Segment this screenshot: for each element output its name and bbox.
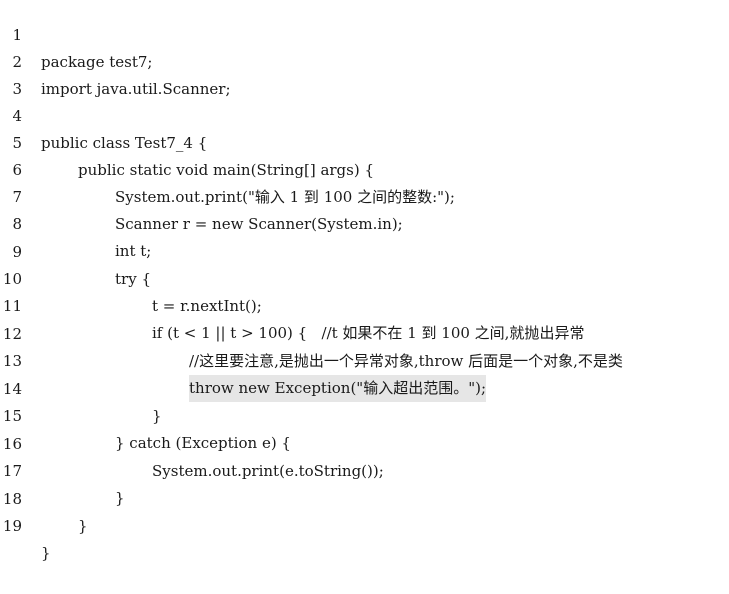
code-text: System.out.print("输入 1 到 100 之间的整数:");: [115, 188, 455, 206]
code-text: t = r.nextInt();: [152, 297, 262, 315]
line-number: 15: [2, 407, 22, 425]
code-line: 10 t = r.nextInt();: [0, 239, 729, 315]
code-text: int t;: [115, 242, 152, 260]
code-text: }: [115, 489, 125, 507]
code-line: 15 } catch (Exception e) {: [0, 376, 729, 452]
line-number: 4: [12, 107, 22, 125]
line-number: 5: [12, 134, 22, 152]
line-number: 17: [2, 462, 22, 480]
line-number: 16: [2, 435, 22, 453]
code-line: 1 package test7;: [0, 0, 729, 71]
code-text: import java.util.Scanner;: [41, 80, 231, 98]
line-number: 11: [2, 297, 22, 315]
code-line: 13 throw new Exception("输入超出范围。");: [0, 321, 729, 402]
code-line: 7 Scanner r = new Scanner(System.in);: [0, 157, 729, 233]
code-listing: 1 package test7; 2 import java.util.Scan…: [0, 0, 729, 562]
line-number: 9: [12, 243, 22, 261]
code-line: 16 System.out.print(e.toString());: [0, 404, 729, 480]
code-text: }: [78, 517, 88, 535]
highlighted-code-text: throw new Exception("输入超出范围。");: [189, 375, 487, 402]
code-text: public static void main(String[] args) {: [78, 161, 375, 179]
code-line: 11 if (t < 1 || t > 100) { //t 如果不在 1 到 …: [0, 266, 729, 342]
code-text: public class Test7_4 {: [41, 134, 208, 152]
line-number: 6: [12, 161, 22, 179]
code-text: }: [41, 544, 51, 562]
code-line: 12 //这里要注意,是抛出一个异常对象,throw 后面是一个对象,不是类: [0, 294, 729, 370]
code-text: }: [152, 407, 162, 425]
code-line: 18 }: [0, 459, 729, 535]
code-comment: //这里要注意,是抛出一个异常对象,throw 后面是一个对象,不是类: [189, 352, 623, 370]
code-text: } catch (Exception e) {: [115, 434, 291, 452]
line-number: 14: [2, 380, 22, 398]
code-line: 14 }: [0, 349, 729, 425]
line-number: 2: [12, 53, 22, 71]
line-number: 10: [2, 270, 22, 288]
line-number: 19: [2, 517, 22, 535]
line-number: 12: [2, 325, 22, 343]
code-text: if (t < 1 || t > 100) { //t 如果不在 1 到 100…: [152, 324, 585, 342]
line-number: 18: [2, 490, 22, 508]
line-number: 8: [12, 215, 22, 233]
line-number: 1: [12, 26, 22, 44]
code-line: 19 }: [0, 486, 729, 562]
code-line: 3: [0, 49, 729, 98]
line-number: 13: [2, 352, 22, 370]
code-line: 4 public class Test7_4 {: [0, 76, 729, 152]
code-text: Scanner r = new Scanner(System.in);: [115, 215, 403, 233]
code-line: 9 try {: [0, 212, 729, 288]
code-line: 6 System.out.print("输入 1 到 100 之间的整数:");: [0, 130, 729, 206]
code-text: package test7;: [41, 53, 153, 71]
line-number: 7: [12, 188, 22, 206]
code-text: try {: [115, 270, 151, 288]
code-text: System.out.print(e.toString());: [152, 462, 384, 480]
code-line: 8 int t;: [0, 184, 729, 260]
code-line: 2 import java.util.Scanner;: [0, 22, 729, 98]
code-line: 5 public static void main(String[] args)…: [0, 103, 729, 179]
line-number: 3: [12, 80, 22, 98]
code-line: 17 }: [0, 431, 729, 507]
